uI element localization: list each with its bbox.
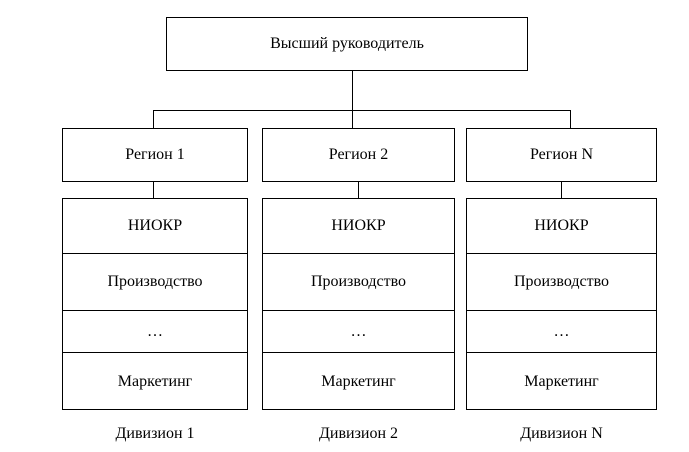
function-marketing-1: Маркетинг: [117, 372, 193, 390]
division-divider-na: [466, 253, 657, 254]
division-caption-2: Дивизион 2: [318, 425, 399, 442]
division-caption-n: Дивизион N: [520, 425, 603, 442]
division-caption-1: Дивизион 1: [115, 425, 195, 442]
function-marketing-2: Маркетинг: [321, 372, 396, 390]
function-marketing-n: Маркетинг: [524, 372, 599, 390]
connector-drop-n: [570, 110, 571, 128]
function-production-2: Производство: [310, 273, 407, 290]
division-divider-1a: [62, 253, 248, 254]
connector-top-trunk: [352, 71, 353, 111]
function-production-n: Производство: [513, 273, 610, 290]
top-manager-box: Высший руководитель: [166, 17, 528, 71]
division-divider-2b: [262, 310, 455, 311]
region-label-2: Регион 2: [328, 146, 389, 163]
top-manager-label: Высший руководитель: [270, 35, 424, 52]
division-box-1: [62, 198, 248, 410]
region-label-n: Регион N: [529, 146, 594, 163]
region-box-n: Регион N: [466, 128, 657, 182]
region-box-1: Регион 1: [62, 128, 248, 182]
region-connector-2: [358, 182, 359, 198]
function-production-1: Производство: [107, 273, 203, 290]
division-divider-2c: [262, 352, 455, 353]
division-box-n: [466, 198, 657, 410]
division-divider-2a: [262, 253, 455, 254]
division-divider-1b: [62, 310, 248, 311]
connector-horizontal-bus: [153, 110, 571, 111]
function-ellipsis-1: …: [147, 322, 163, 340]
connector-drop-2: [352, 110, 353, 128]
function-ellipsis-n: …: [553, 322, 570, 340]
region-box-2: Регион 2: [262, 128, 455, 182]
region-connector-n: [561, 182, 562, 198]
division-divider-nc: [466, 352, 657, 353]
region-label-1: Регион 1: [125, 146, 185, 163]
function-ellipsis-2: …: [350, 322, 367, 340]
division-divider-nb: [466, 310, 657, 311]
region-connector-1: [153, 182, 154, 198]
function-rnd-n: НИОКР: [534, 216, 589, 234]
function-rnd-2: НИОКР: [331, 216, 386, 234]
division-box-2: [262, 198, 455, 410]
connector-drop-1: [153, 110, 154, 128]
function-rnd-1: НИОКР: [127, 216, 183, 234]
division-divider-1c: [62, 352, 248, 353]
